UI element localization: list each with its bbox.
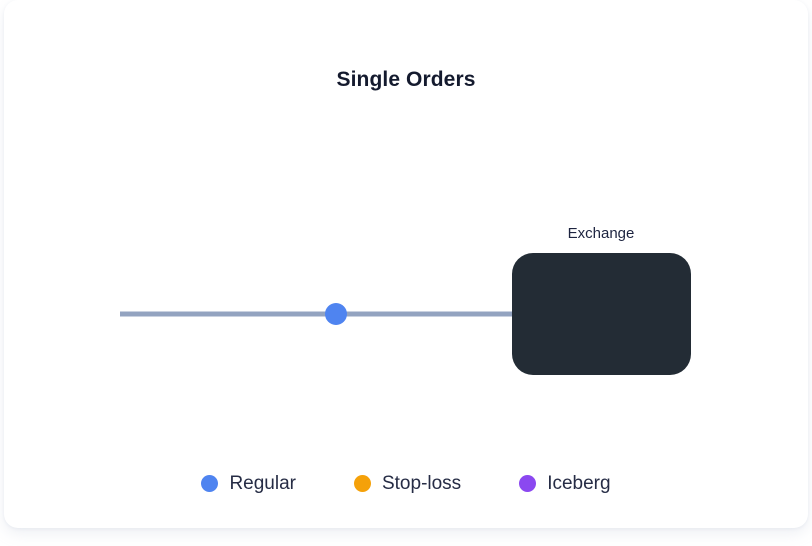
graph-node-exchange[interactable] [512,253,691,375]
visualization-card: Single Orders Exchange Regular Stop-loss… [4,0,808,528]
graph-canvas[interactable] [4,0,808,528]
legend-swatch-iceberg-icon [519,475,537,492]
graph-node-exchange-label: Exchange [567,225,635,242]
legend-item-stop-loss[interactable]: Stop-loss [353,473,462,494]
legend: Regular Stop-loss Iceberg [4,474,808,493]
legend-label-regular: Regular [229,473,296,494]
legend-swatch-regular-icon [201,475,219,492]
network-graph[interactable]: Exchange [4,0,808,528]
legend-label-iceberg: Iceberg [547,473,611,494]
page-title: Single Orders [336,68,476,91]
legend-label-stop-loss: Stop-loss [381,473,462,494]
graph-node-order[interactable] [325,303,347,325]
legend-item-regular[interactable]: Regular [201,474,296,493]
legend-item-iceberg[interactable]: Iceberg [519,473,611,494]
legend-swatch-stop-loss-icon [353,475,371,492]
